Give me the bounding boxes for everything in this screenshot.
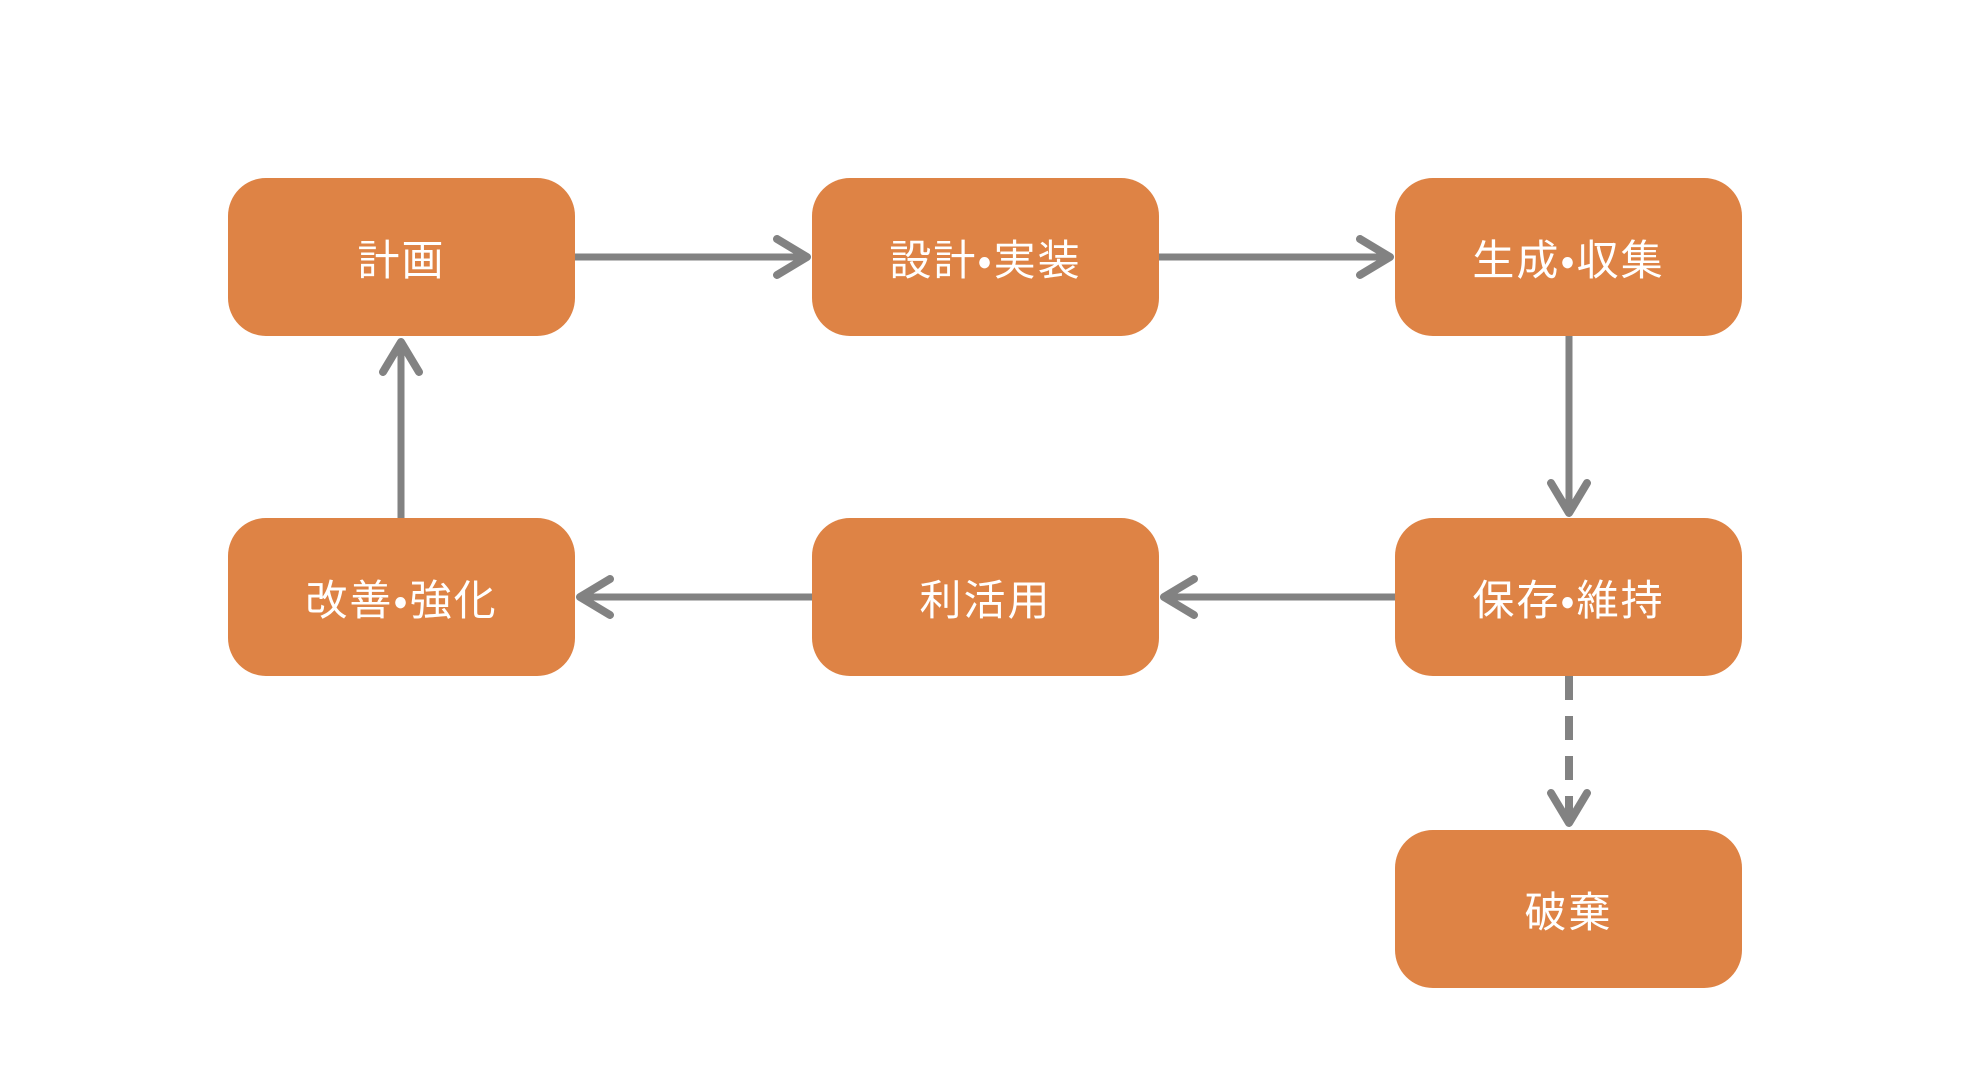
node-preserve: 保存・維持 bbox=[1395, 518, 1742, 676]
node-generate-label: 生成・収集 bbox=[1472, 236, 1665, 284]
node-plan: 計画 bbox=[228, 178, 575, 336]
node-utilize: 利活用 bbox=[812, 518, 1159, 676]
node-generate: 生成・収集 bbox=[1395, 178, 1742, 336]
node-preserve-label: 保存・維持 bbox=[1472, 576, 1665, 624]
node-design-label: 設計・実装 bbox=[889, 236, 1082, 284]
node-plan-label: 計画 bbox=[357, 236, 446, 284]
node-design: 設計・実装 bbox=[812, 178, 1159, 336]
node-discard-label: 破棄 bbox=[1524, 888, 1613, 936]
node-improve-label: 改善・強化 bbox=[305, 576, 498, 624]
node-utilize-label: 利活用 bbox=[919, 576, 1052, 624]
node-discard: 破棄 bbox=[1395, 830, 1742, 988]
node-improve: 改善・強化 bbox=[228, 518, 575, 676]
